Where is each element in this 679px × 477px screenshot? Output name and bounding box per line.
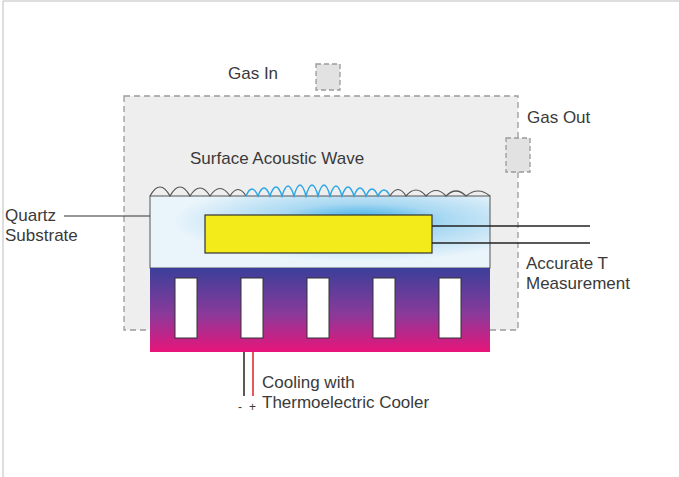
gas-inlet <box>316 64 340 90</box>
tec-slot <box>307 278 329 338</box>
tec-slot <box>439 278 461 338</box>
sensor-label: Accurate T Measurement <box>526 254 636 294</box>
wave-label: Surface Acoustic Wave <box>190 149 390 169</box>
thermoelectric-cooler <box>150 268 490 352</box>
tec-slot <box>175 278 197 338</box>
inlet-label: Gas In <box>228 64 308 84</box>
tec-wire <box>243 352 245 396</box>
outlet-label: Gas Out <box>527 108 627 128</box>
quartz-substrate <box>150 196 490 268</box>
substrate-label: Quartz Substrate <box>5 206 67 246</box>
surface-acoustic-wave <box>246 185 390 196</box>
temperature-sensor <box>205 215 432 253</box>
leader-line <box>64 215 150 216</box>
tec-slot <box>241 278 263 338</box>
polarity-label: - <box>238 400 248 414</box>
wave <box>150 187 246 196</box>
sensor-wire <box>432 225 590 226</box>
frame-line <box>3 1 4 477</box>
tec-slot <box>373 278 395 338</box>
polarity-label: + <box>249 400 261 414</box>
frame-line <box>3 1 679 2</box>
cooler-label: Cooling with Thermoelectric Cooler <box>262 373 462 413</box>
tec-wire <box>252 352 254 396</box>
gas-outlet <box>506 138 530 172</box>
wave <box>390 190 490 197</box>
sensor-wire <box>432 242 590 243</box>
